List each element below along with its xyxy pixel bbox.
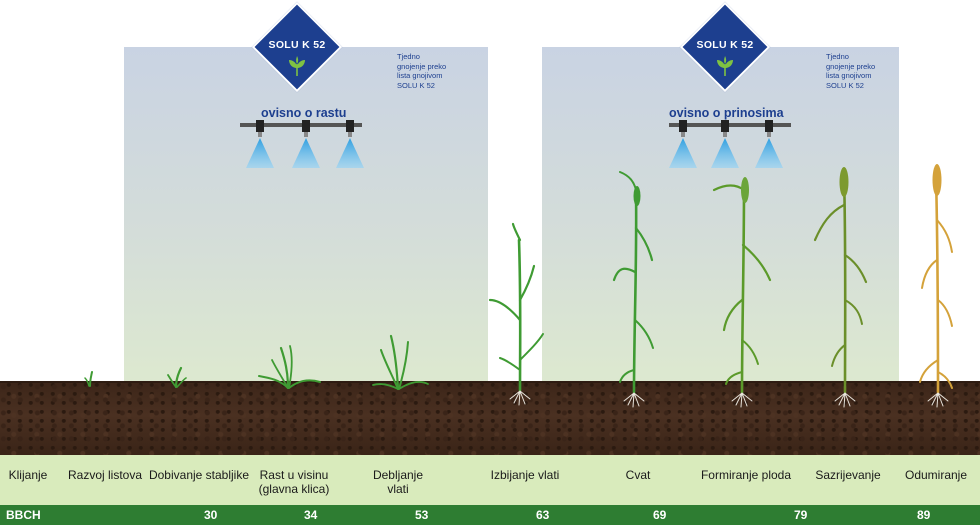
plant-germination — [84, 371, 93, 387]
leaf-icon — [717, 56, 733, 76]
stage-band — [0, 455, 980, 505]
plant-leaf-development — [167, 366, 187, 389]
note-line: SOLU K 52 — [397, 80, 435, 90]
panel-title: ovisno o rastu — [261, 106, 347, 120]
leaf-icon — [289, 56, 305, 76]
yield-dependent-panel — [542, 47, 899, 387]
stage-text: Formiranje ploda — [700, 468, 792, 482]
solu-k52-badge: SOLU K 52 — [251, 1, 343, 93]
stage-text: vlati — [387, 482, 409, 496]
plants-illustration — [84, 164, 953, 408]
bbch-value: 69 — [653, 508, 667, 522]
stage-label: Debljanje vlati — [366, 468, 430, 496]
note-line: gnojenje preko — [397, 61, 447, 71]
stage-text: Klijanje — [8, 468, 48, 482]
bbch-value: 89 — [917, 508, 931, 522]
stage-text: Dobivanje stablјike — [148, 468, 250, 482]
note-line: gnojenje preko — [826, 61, 876, 71]
wheat-ear — [741, 177, 749, 203]
roots — [509, 390, 949, 408]
note-line: SOLU K 52 — [826, 80, 864, 90]
fertilization-note: Tjedno gnojenje preko lista gnojivom SOL… — [826, 52, 906, 90]
wheat-ear — [839, 167, 849, 197]
stage-label: Dobivanje stablјike — [148, 468, 250, 482]
bbch-band — [0, 505, 980, 525]
plant-booting — [488, 222, 544, 392]
sprayer-boom-icon — [669, 120, 791, 168]
plant-ripening — [813, 173, 868, 394]
note-line: Tjedno — [826, 52, 849, 61]
badge-label: SOLU K 52 — [696, 39, 754, 51]
stage-label: Sazrijevanje — [808, 468, 888, 482]
bbch-value: 53 — [415, 508, 429, 522]
bbch-value: 30 — [204, 508, 218, 522]
stage-label: Formiranje ploda — [694, 468, 798, 482]
note-line: lista gnojivom — [397, 71, 443, 80]
solu-k52-badge: SOLU K 52 — [679, 1, 771, 93]
soil — [0, 383, 980, 455]
stage-label: Odumiranje — [896, 468, 976, 482]
stage-text: Razvoj listova — [67, 468, 143, 482]
stage-label: Razvoj listova — [62, 468, 148, 482]
stage-text: Debljanje — [372, 468, 424, 482]
sprayer-boom-icon — [240, 120, 364, 168]
fertilization-note: Tjedno gnojenje preko lista gnojivom SOL… — [397, 52, 477, 90]
bbch-label: BBCH — [6, 508, 41, 522]
stage-text: (glavna klica) — [258, 482, 330, 496]
stage-text: Cvat — [625, 468, 651, 482]
stage-label: Cvat — [618, 468, 658, 482]
stage-label: Rast u visinu (glavna klica) — [250, 468, 338, 496]
wheat-ear — [932, 164, 942, 196]
stage-text: Odumiranje — [904, 468, 968, 482]
bbch-value: 79 — [794, 508, 808, 522]
wheat-ear — [633, 186, 641, 206]
plant-fruit-formation — [712, 183, 772, 394]
stage-text: Izbijanje vlati — [490, 468, 560, 482]
plant-flowering — [612, 171, 654, 394]
plant-stem-elongation — [372, 334, 429, 391]
note-line: lista gnojivom — [826, 71, 872, 80]
note-line: Tjedno — [397, 52, 420, 61]
panel-title: ovisno o prinosima — [669, 106, 784, 120]
stage-label: Izbijanje vlati — [482, 468, 568, 482]
stage-text: Sazrijevanje — [815, 468, 881, 482]
bbch-value: 63 — [536, 508, 550, 522]
plant-tillering — [258, 345, 321, 390]
stage-text: Rast u visinu — [259, 468, 329, 482]
stage-label: Klijanje — [4, 468, 52, 482]
growth-dependent-panel — [124, 47, 488, 387]
plant-senescence — [919, 173, 953, 394]
badge-label: SOLU K 52 — [268, 39, 326, 51]
bbch-value: 34 — [304, 508, 318, 522]
